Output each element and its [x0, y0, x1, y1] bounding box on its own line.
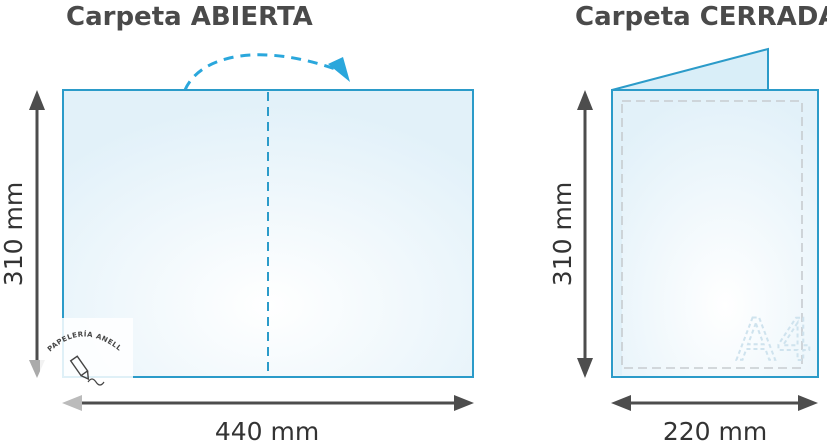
open-folder-title: Carpeta ABIERTA	[66, 2, 313, 32]
open-width-arrow	[62, 395, 474, 411]
a4-outline	[621, 100, 803, 369]
closed-folder-back-flap	[611, 47, 769, 91]
fold-arrow-icon	[183, 53, 350, 91]
open-width-label: 440 mm	[215, 417, 319, 446]
closed-folder-title: Carpeta CERRADA	[575, 2, 827, 32]
closed-width-arrow	[611, 395, 818, 411]
open-height-label: 310 mm	[0, 182, 28, 286]
closed-folder-front	[611, 89, 819, 378]
a4-label: A4	[736, 306, 813, 374]
closed-height-arrow	[577, 90, 593, 378]
watermark-logo: PAPELERÍA ANELL	[40, 318, 133, 386]
closed-folder-spine	[614, 92, 622, 375]
pencil-icon	[69, 355, 90, 381]
closed-width-label: 220 mm	[663, 417, 767, 446]
closed-height-label: 310 mm	[548, 182, 577, 286]
